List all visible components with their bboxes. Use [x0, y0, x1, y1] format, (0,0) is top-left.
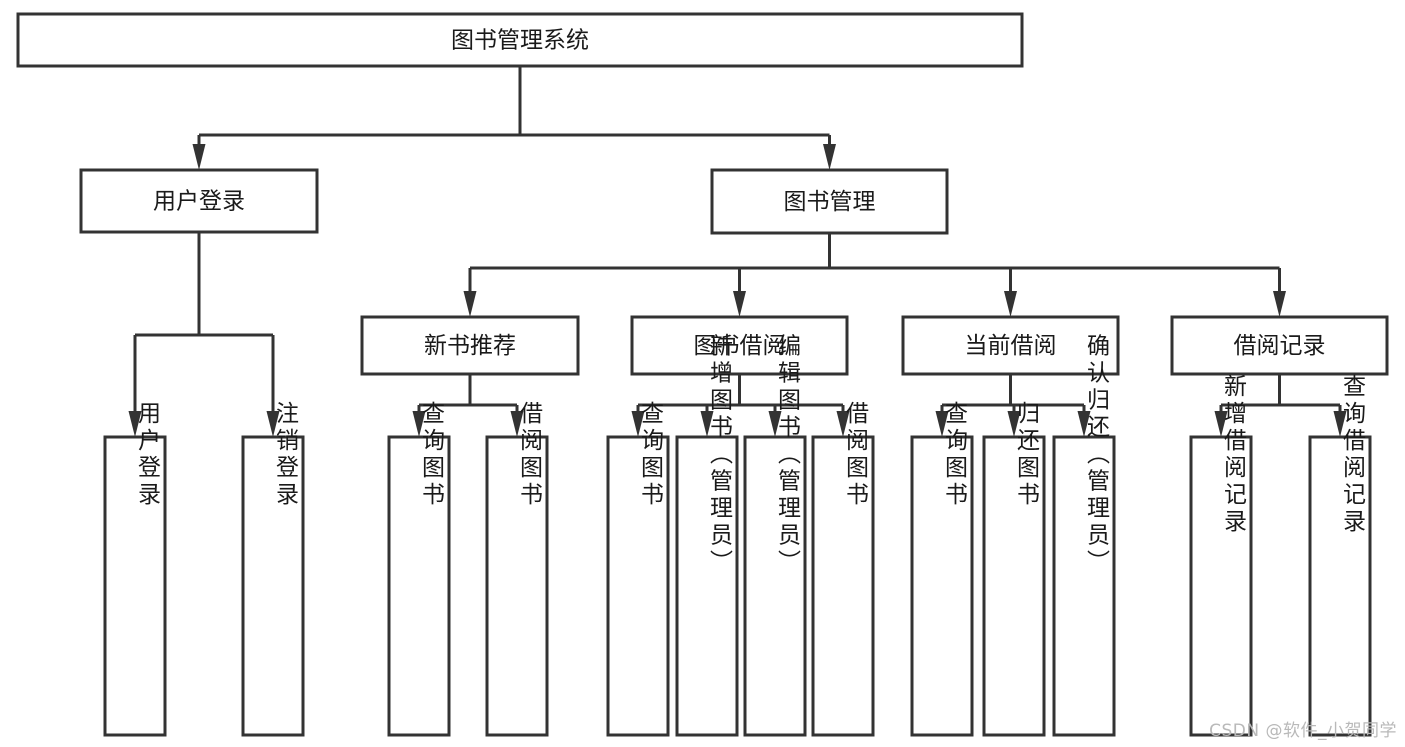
node-label-new-book-rec: 新书推荐 [424, 333, 516, 359]
node-label-book-manage: 图书管理 [784, 189, 876, 215]
connector-to-current-borrow-arrowhead [1004, 291, 1017, 317]
node-label-leaf-edit-book: 编辑图书（管理员） [774, 334, 802, 577]
node-book-borrow[interactable]: 图书借阅 [630, 315, 849, 376]
node-box-current-borrow [901, 315, 1120, 376]
node-label-leaf-add-record: 新增借阅记录 [1220, 374, 1248, 536]
node-label-leaf-confirm-return: 确认归还（管理员） [1083, 334, 1111, 577]
node-box-leaf-edit-book [743, 435, 807, 737]
node-box-leaf-return-book [982, 435, 1046, 737]
connector-to-leaf-borrow-book-1-arrowhead [510, 411, 524, 437]
node-leaf-add-book[interactable]: 新增图书（管理员） [675, 334, 739, 737]
connector-to-leaf-user-logout-arrowhead [266, 411, 280, 437]
connector-to-leaf-query-record-arrowhead [1333, 411, 1347, 437]
node-label-leaf-query-book-3: 查询图书 [941, 401, 969, 509]
node-label-user-login: 用户登录 [153, 189, 245, 215]
connector-to-book-borrow-arrowhead [733, 291, 746, 317]
connector-layer [128, 66, 1347, 437]
node-leaf-query-book-1[interactable]: 查询图书 [387, 401, 451, 737]
node-leaf-borrow-book-1[interactable]: 借阅图书 [485, 401, 549, 737]
connector-to-leaf-query-book-1-arrowhead [412, 411, 426, 437]
node-label-leaf-query-book-2: 查询图书 [637, 401, 665, 509]
node-leaf-edit-book[interactable]: 编辑图书（管理员） [743, 334, 807, 737]
node-label-leaf-user-logout: 注销登录 [272, 401, 300, 509]
node-box-leaf-query-book-1 [387, 435, 451, 737]
node-box-leaf-borrow-book-1 [485, 435, 549, 737]
node-layer: 图书管理系统用户登录图书管理新书推荐图书借阅当前借阅借阅记录用户登录注销登录查询… [16, 12, 1389, 737]
node-box-book-borrow [630, 315, 849, 376]
node-box-user-login [79, 168, 319, 234]
node-leaf-add-record[interactable]: 新增借阅记录 [1189, 374, 1253, 737]
connector-to-new-book-rec-arrowhead [463, 291, 477, 317]
node-box-leaf-borrow-book-2 [811, 435, 875, 737]
node-box-book-manage [710, 168, 949, 235]
node-label-leaf-borrow-book-1: 借阅图书 [516, 401, 544, 509]
connector-to-leaf-user-login-arrowhead [128, 411, 142, 437]
node-label-leaf-return-book: 归还图书 [1013, 401, 1041, 509]
node-book-manage[interactable]: 图书管理 [710, 168, 949, 235]
node-box-borrow-record [1170, 315, 1389, 376]
connector-to-book-manage-arrowhead [823, 144, 836, 170]
node-leaf-query-book-3[interactable]: 查询图书 [910, 401, 974, 737]
node-user-login[interactable]: 用户登录 [79, 168, 319, 234]
node-label-current-borrow: 当前借阅 [965, 333, 1057, 359]
node-new-book-rec[interactable]: 新书推荐 [360, 315, 580, 376]
node-box-new-book-rec [360, 315, 580, 376]
node-current-borrow[interactable]: 当前借阅 [901, 315, 1120, 376]
connector-to-leaf-add-record-arrowhead [1214, 411, 1228, 437]
node-box-leaf-confirm-return [1052, 435, 1116, 737]
connector-to-leaf-confirm-return-arrowhead [1077, 411, 1091, 437]
node-label-leaf-query-book-1: 查询图书 [418, 401, 446, 509]
node-label-root: 图书管理系统 [451, 28, 589, 54]
node-box-leaf-add-record [1189, 435, 1253, 737]
node-leaf-borrow-book-2[interactable]: 借阅图书 [811, 401, 875, 737]
node-box-leaf-user-login [103, 435, 167, 737]
node-box-leaf-query-book-3 [910, 435, 974, 737]
connector-to-leaf-return-book-arrowhead [1007, 411, 1021, 437]
node-box-leaf-query-book-2 [606, 435, 670, 737]
node-leaf-query-record[interactable]: 查询借阅记录 [1308, 374, 1372, 737]
node-leaf-query-book-2[interactable]: 查询图书 [606, 401, 670, 737]
connector-to-leaf-add-book-arrowhead [700, 411, 714, 437]
connector-to-user-login-arrowhead [192, 144, 206, 170]
node-leaf-user-login[interactable]: 用户登录 [103, 401, 167, 737]
connector-to-leaf-borrow-book-2-arrowhead [836, 411, 850, 437]
node-box-leaf-user-logout [241, 435, 305, 737]
node-box-leaf-query-record [1308, 435, 1372, 737]
node-label-leaf-user-login: 用户登录 [134, 401, 162, 509]
node-leaf-confirm-return[interactable]: 确认归还（管理员） [1052, 334, 1116, 737]
connector-to-borrow-record-arrowhead [1273, 291, 1286, 317]
node-leaf-user-logout[interactable]: 注销登录 [241, 401, 305, 737]
node-borrow-record[interactable]: 借阅记录 [1170, 315, 1389, 376]
connector-to-leaf-edit-book-arrowhead [768, 411, 782, 437]
connector-to-leaf-query-book-2-arrowhead [631, 411, 645, 437]
node-label-leaf-borrow-book-2: 借阅图书 [842, 401, 870, 509]
node-leaf-return-book[interactable]: 归还图书 [982, 401, 1046, 737]
node-label-leaf-add-book: 新增图书（管理员） [706, 334, 734, 577]
node-box-leaf-add-book [675, 435, 739, 737]
node-label-borrow-record: 借阅记录 [1234, 333, 1326, 359]
node-label-book-borrow: 图书借阅 [694, 333, 786, 359]
node-root[interactable]: 图书管理系统 [16, 12, 1024, 68]
node-box-root [16, 12, 1024, 68]
connector-to-leaf-query-book-3-arrowhead [935, 411, 949, 437]
node-label-leaf-query-record: 查询借阅记录 [1339, 374, 1367, 536]
